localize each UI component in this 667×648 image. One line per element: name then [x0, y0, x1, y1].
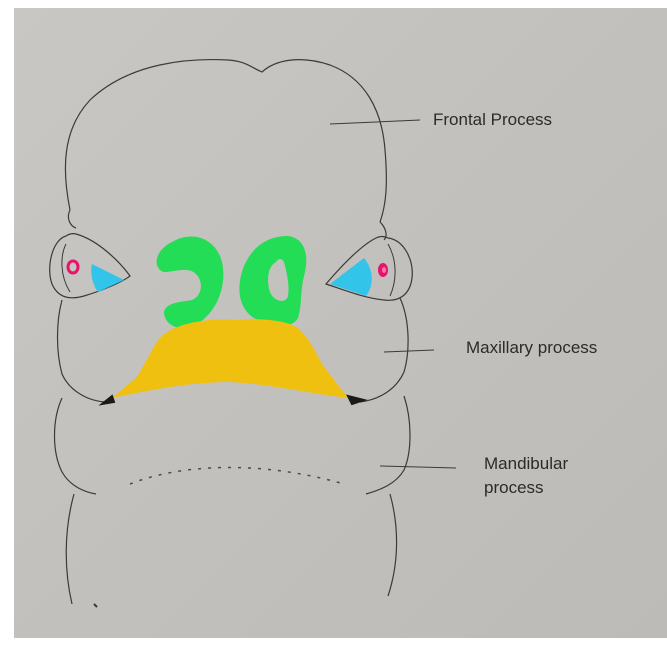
mandibular-outline-left	[55, 398, 97, 494]
mandibular-label-line2: process	[484, 476, 614, 500]
body-outline-left	[66, 494, 74, 604]
right-eye-inner	[388, 244, 395, 296]
right-eye-lens	[330, 258, 372, 296]
right-maxillary-outline	[360, 298, 408, 402]
stomodeum-left-corner	[102, 396, 114, 404]
left-eye-pupil	[68, 261, 78, 273]
stomodeum	[112, 319, 350, 398]
mandibular-outline-right	[366, 396, 410, 494]
maxillary-process-label: Maxillary process	[466, 336, 597, 360]
frontal-process-label: Frontal Process	[433, 108, 552, 132]
mandibular-process-label: Mandibular process	[484, 452, 614, 500]
stomodeum-right-corner	[348, 396, 364, 404]
body-outline-right	[388, 494, 397, 596]
frontal-process-outline	[65, 60, 386, 222]
frontal-notch-left	[68, 210, 76, 228]
maxillary-leader-line	[384, 350, 434, 352]
right-nasal-pit	[239, 236, 306, 326]
right-eye-pupil-highlight	[382, 267, 386, 273]
mandibular-dotted-line	[130, 467, 344, 484]
left-nasal-pit	[157, 236, 224, 328]
left-maxillary-outline	[58, 300, 109, 402]
mandibular-label-line1: Mandibular	[484, 452, 614, 476]
mandibular-leader-line	[380, 466, 456, 468]
frontal-leader-line	[330, 120, 420, 124]
pencil-speck	[94, 604, 97, 607]
